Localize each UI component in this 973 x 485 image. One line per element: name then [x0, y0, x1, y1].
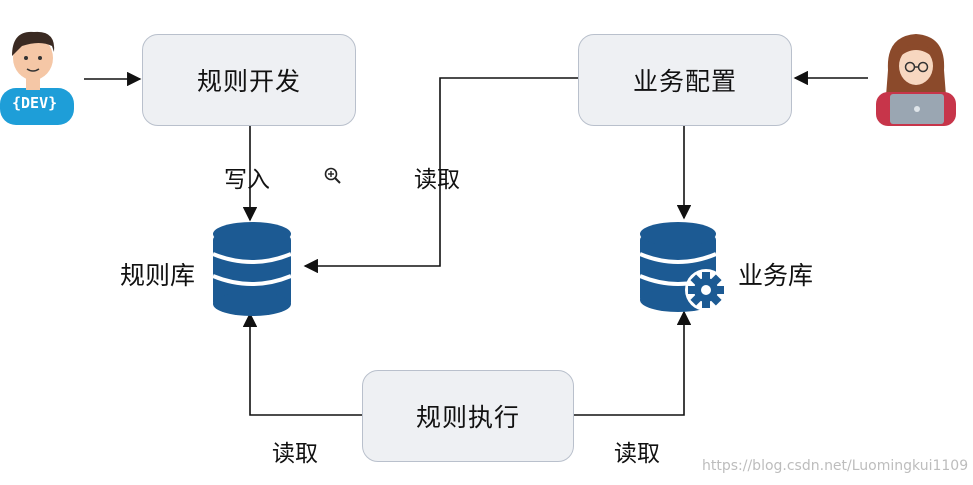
edge-label-write: 写入: [224, 167, 270, 193]
edge-label-read-exec-right: 读取: [614, 441, 660, 467]
watermark: https://blog.csdn.net/Luomingkui1109: [702, 458, 969, 474]
edge-label-read-exec-left: 读取: [272, 441, 318, 467]
zoom-in-icon: [324, 167, 341, 184]
business-user-avatar-icon: [876, 34, 956, 126]
rule-db-icon: [212, 222, 292, 316]
developer-badge: {DEV}: [12, 94, 58, 112]
rule-dev-node[interactable]: 规则开发: [142, 34, 356, 126]
biz-db-label: 业务库: [738, 261, 814, 290]
arrow-exec-to-rule-db: [242, 312, 362, 416]
arrow-biz-config-to-rule-db: [303, 77, 578, 274]
gear-icon: [685, 269, 727, 311]
rule-exec-node[interactable]: 规则执行: [362, 370, 574, 462]
arrow-exec-to-biz-db: [574, 310, 692, 416]
rule-db-label: 规则库: [120, 261, 196, 290]
developer-avatar-icon: [0, 31, 74, 125]
edge-label-read-config: 读取: [414, 167, 460, 193]
biz-config-node[interactable]: 业务配置: [578, 34, 792, 126]
